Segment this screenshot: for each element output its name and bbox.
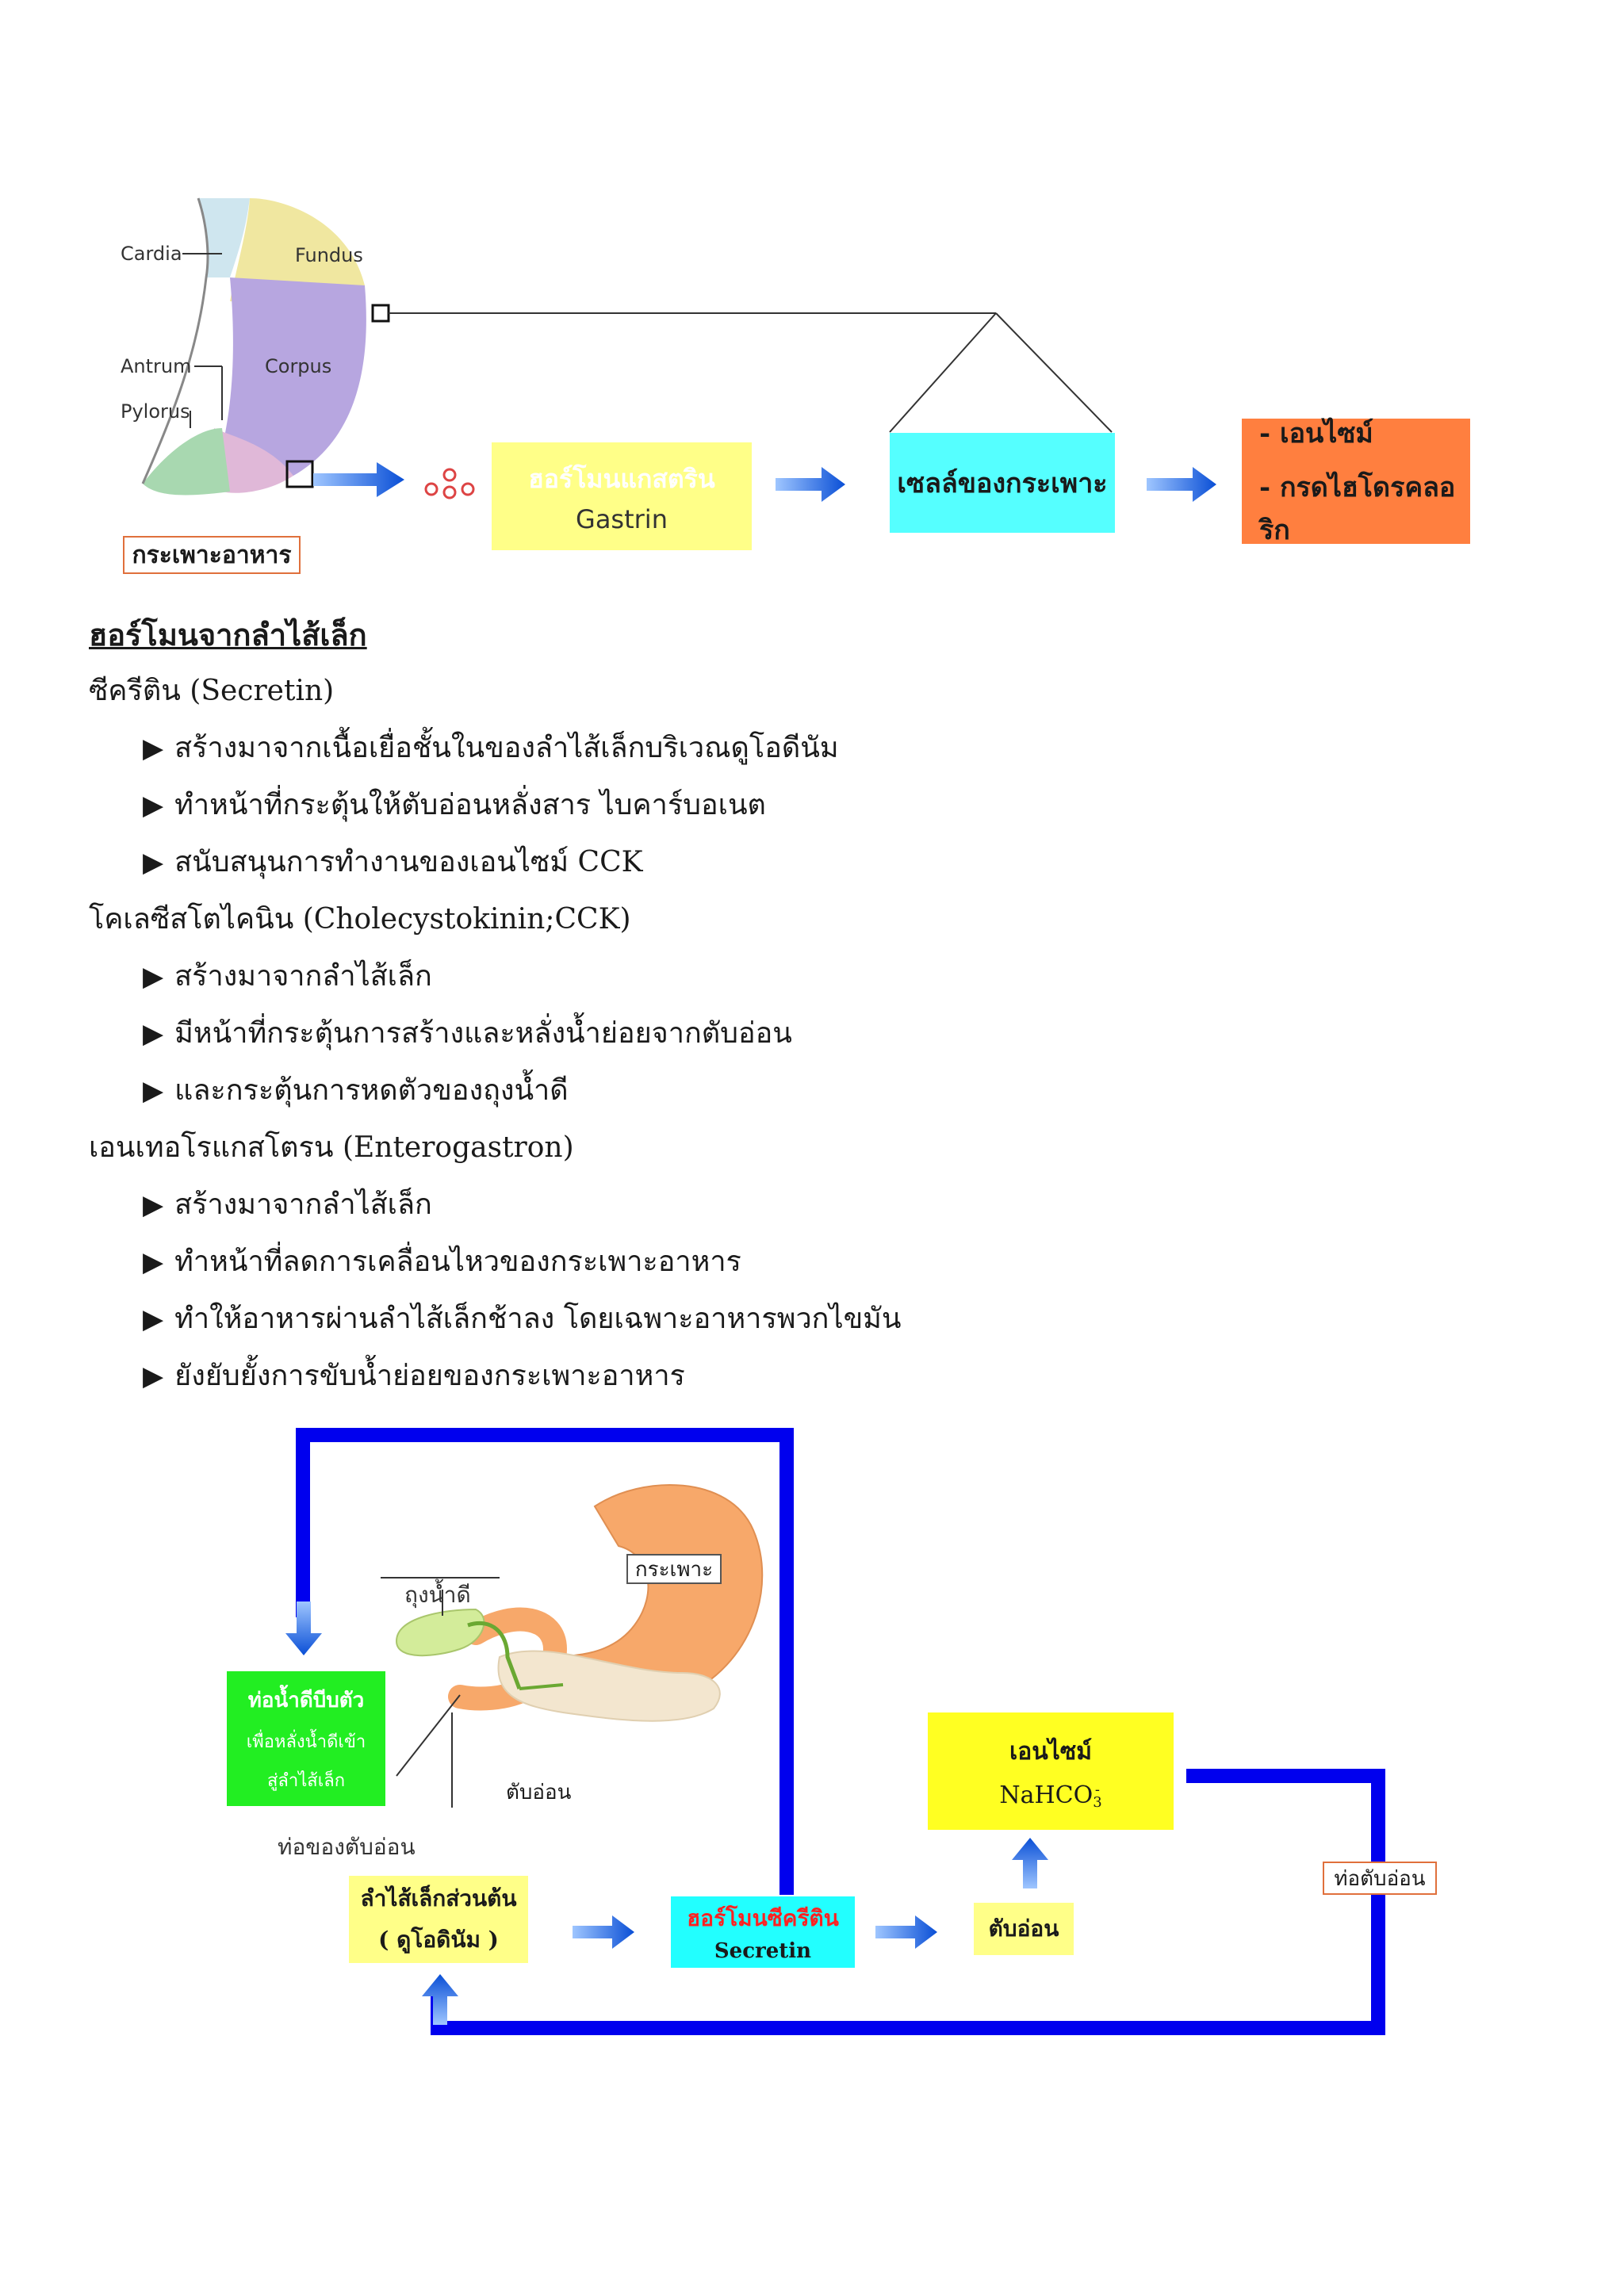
hormone-dots-icon	[424, 468, 475, 499]
arrow-right-icon	[875, 1915, 937, 1949]
arrow-up-icon	[1012, 1838, 1048, 1888]
formula-sup: -	[1094, 1781, 1100, 1798]
pancreatic-duct-label: ท่อของตับอ่อน	[278, 1834, 416, 1860]
output-enzyme: - เอนไซม์	[1259, 418, 1373, 450]
secretin-english: Secretin	[714, 1939, 812, 1963]
stomach-cells-box: เซลล์ของกระเพาะ	[890, 433, 1115, 533]
corpus-region	[214, 277, 366, 476]
bile-duct-line1: ท่อน้ำดีบีบตัว	[247, 1688, 365, 1712]
arrow-right-icon	[1147, 467, 1216, 502]
secretin-thai: ฮอร์โมนซีครีติน	[687, 1905, 839, 1931]
stomach-illustration	[141, 197, 390, 496]
entero-title: เอนเทอโรแกสโตรน (Enterogastron)	[89, 1131, 574, 1164]
label-pylorus: Pylorus	[121, 400, 190, 423]
pancreas-illustration	[381, 1484, 764, 1808]
enzyme-label: เอนไซม์	[1009, 1738, 1092, 1766]
pancreas-box-label: ตับอ่อน	[988, 1915, 1059, 1942]
pylorus-region	[143, 428, 230, 496]
nahco3-formula: NaHCO-3	[999, 1781, 1102, 1811]
bile-duct	[467, 1621, 522, 1689]
cck-point-2: มีหน้าที่กระตุ้นการสร้างและหลั่งน้ำย่อยจ…	[143, 1010, 792, 1055]
entero-point-3: ทำให้อาหารผ่านลำไส้เล็กช้าลง โดยเฉพาะอาห…	[143, 1295, 901, 1341]
stomach-caption: กระเพาะอาหาร	[123, 536, 301, 574]
output-hcl: - กรดไฮโดรคลอริก	[1259, 472, 1456, 546]
connector-lines	[389, 312, 1113, 433]
bile-duct-line3: สู่ลำไส้เล็ก	[266, 1770, 346, 1791]
pancreatic-duct	[519, 1683, 564, 1690]
secretin-title: ซีครีติน (Secretin)	[89, 675, 335, 707]
gastrin-box: ฮอร์โมนแกสตริน Gastrin	[492, 442, 752, 550]
bile-duct-box: ท่อน้ำดีบีบตัว เพื่อหลั่งน้ำดีเข้า สู่ลำ…	[227, 1671, 385, 1806]
duodenum-shape	[448, 1607, 568, 1711]
stomach-label: กระเพาะ	[626, 1554, 722, 1584]
stomach-output-box: - เอนไซม์ - กรดไฮโดรคลอริก	[1242, 418, 1470, 546]
arrow-down-icon	[285, 1601, 322, 1655]
cardia-region	[198, 198, 250, 277]
stomach-outline-inner	[141, 197, 209, 484]
antrum-marker	[285, 460, 314, 488]
pancreas-box: ตับอ่อน	[974, 1903, 1074, 1955]
pancreas-shape	[497, 1650, 721, 1722]
gastrin-thai: ฮอร์โมนแกสตริน	[528, 463, 715, 494]
label-fundus: Fundus	[295, 244, 363, 266]
entero-point-2: ทำหน้าที่ลดการเคลื่อนไหวของกระเพาะอาหาร	[143, 1238, 741, 1284]
formula-base: NaHCO	[999, 1781, 1094, 1809]
pancreatic-duct-box: ท่อตับอ่อน	[1323, 1862, 1437, 1895]
arrow-right-icon	[313, 462, 404, 497]
cck-title: โคเลซีสโตไคนิน (Cholecystokinin;CCK)	[89, 903, 631, 936]
secretin-point-1: สร้างมาจากเนื้อเยื่อชั้นในของลำไส้เล็กบร…	[143, 725, 838, 770]
formula-sub: 3	[1093, 1794, 1102, 1811]
label-corpus: Corpus	[265, 355, 332, 377]
label-antrum: Antrum	[121, 355, 192, 377]
duodenum-line2: ( ดูโอดินัม )	[378, 1927, 499, 1953]
entero-point-1: สร้างมาจากลำไส้เล็ก	[143, 1181, 432, 1226]
gallbladder-label: ถุงน้ำดี	[404, 1582, 471, 1608]
duodenum-box: ลำไส้เล็กส่วนต้น ( ดูโอดินัม )	[349, 1876, 528, 1963]
entero-point-4: ยังยับยั้งการขับน้ำย่อยของกระเพาะอาหาร	[143, 1353, 685, 1398]
bile-duct-line2: เพื่อหลั่งน้ำดีเข้า	[246, 1732, 366, 1752]
secretin-box: ฮอร์โมนซีครีติน Secretin	[671, 1896, 855, 1968]
arrow-right-icon	[776, 467, 845, 502]
arrow-up-icon	[422, 1974, 458, 2025]
secretin-point-3: สนับสนุนการทำงานของเอนไซม์ CCK	[143, 839, 642, 884]
cck-point-1: สร้างมาจากลำไส้เล็ก	[143, 953, 432, 998]
stomach-cells-label: เซลล์ของกระเพาะ	[897, 468, 1108, 499]
duodenum-line1: ลำไส้เล็กส่วนต้น	[360, 1885, 517, 1911]
antrum-region	[214, 428, 293, 493]
cck-point-3: และกระตุ้นการหดตัวของถุงน้ำดี	[143, 1067, 569, 1112]
section-heading: ฮอร์โมนจากลำไส้เล็ก	[89, 617, 367, 652]
gallbladder-shape	[395, 1608, 485, 1657]
arrow-right-icon	[573, 1915, 634, 1949]
enzyme-box: เอนไซม์ NaHCO-3	[928, 1712, 1174, 1830]
gastrin-english: Gastrin	[576, 503, 668, 534]
secretin-point-2: ทำหน้าที่กระตุ้นให้ตับอ่อนหลั่งสาร ไบคาร…	[143, 782, 766, 827]
label-cardia: Cardia	[121, 243, 182, 265]
pancreas-label: ตับอ่อน	[506, 1776, 572, 1808]
